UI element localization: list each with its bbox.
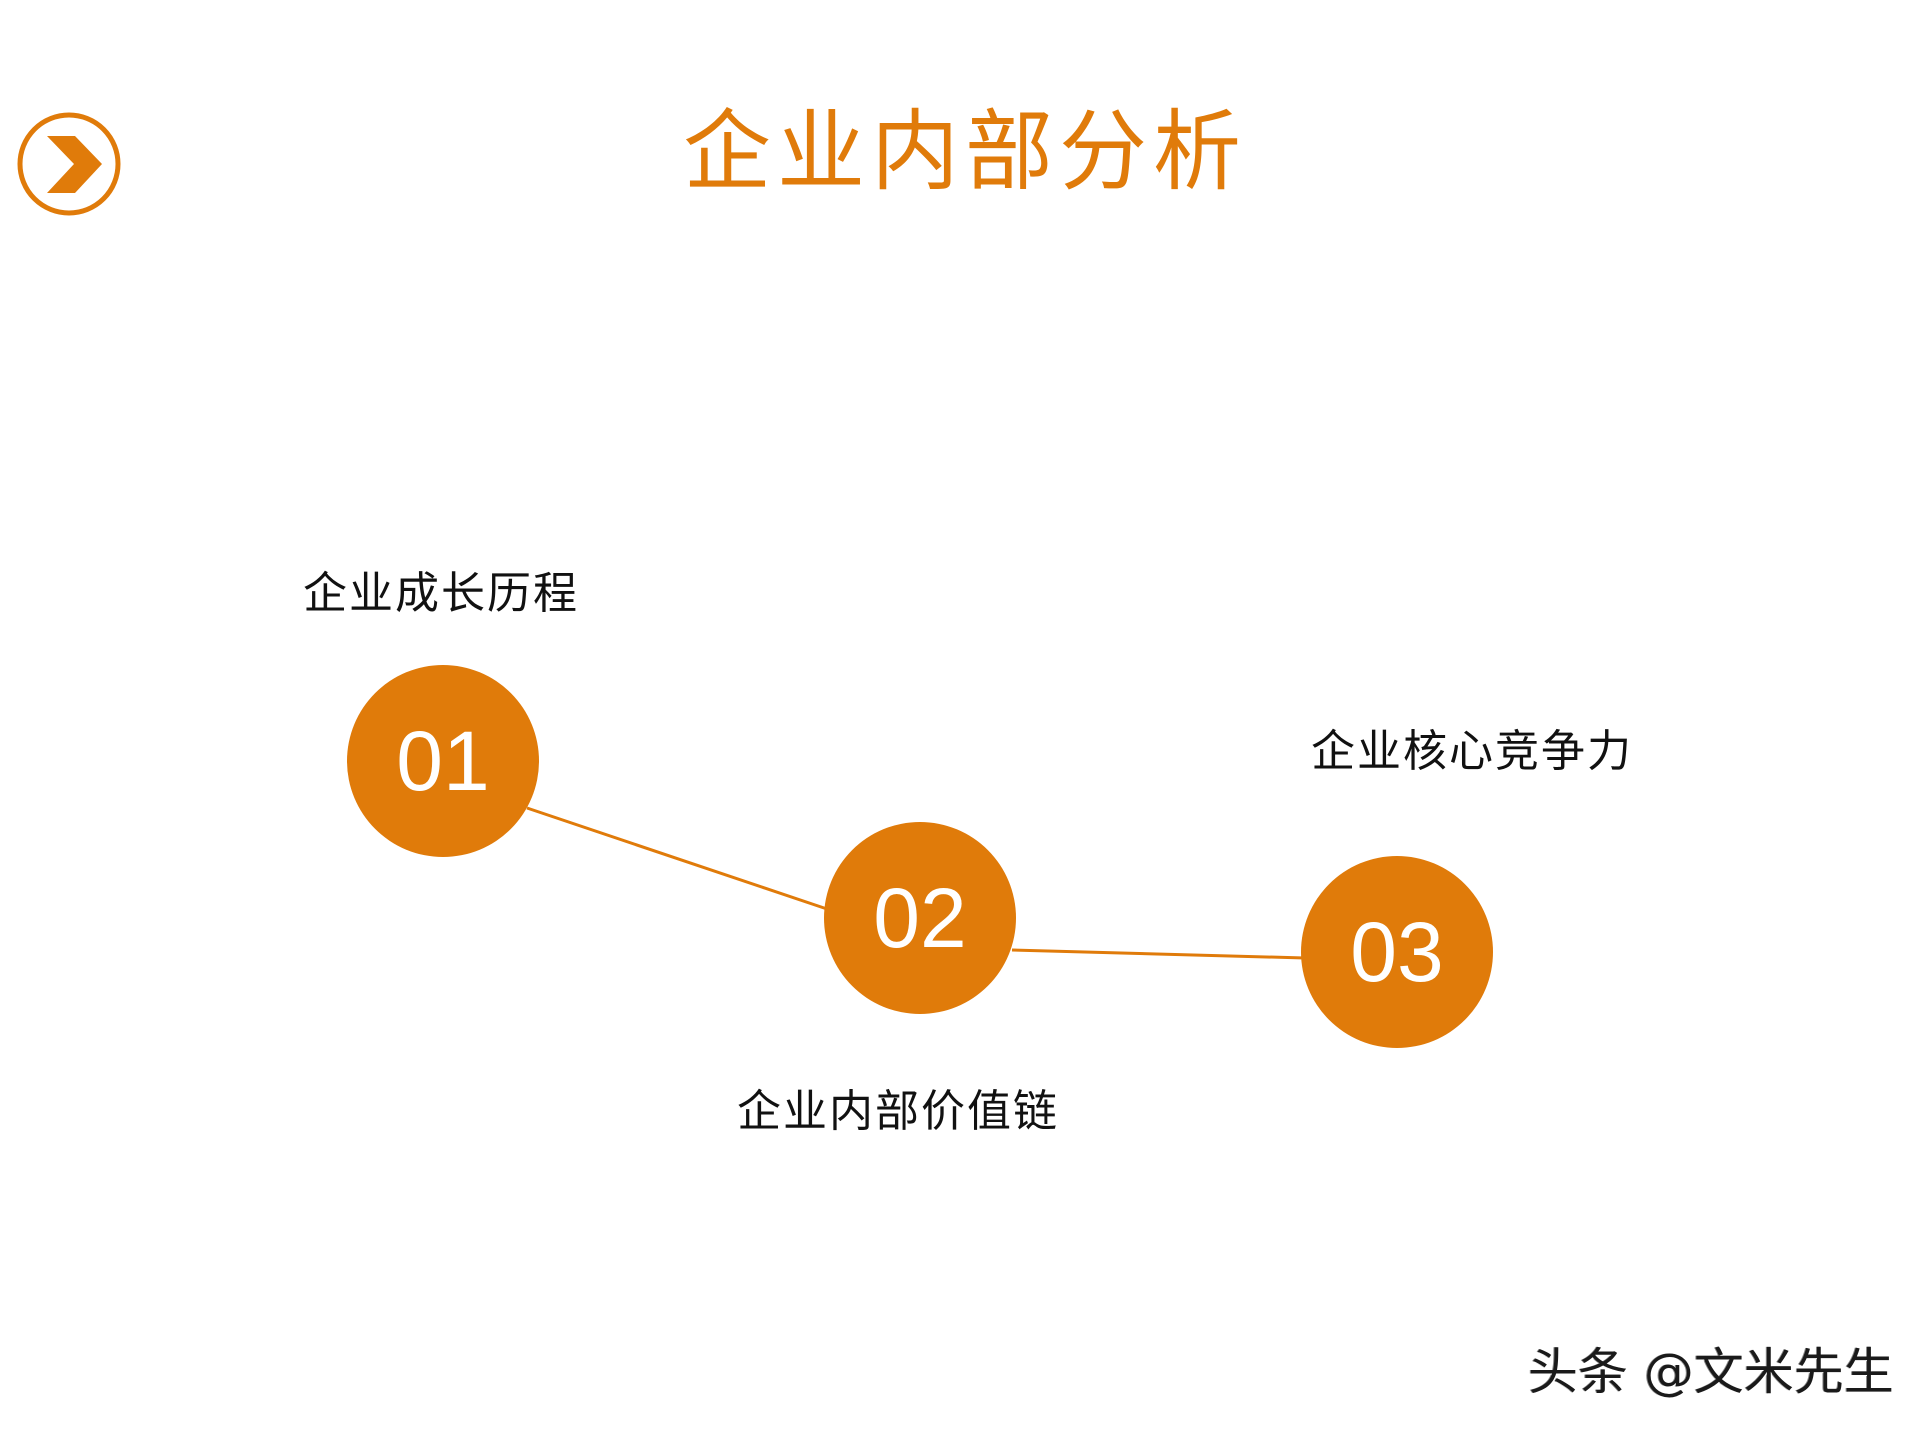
- step-3-number: 03: [1350, 905, 1444, 999]
- step-1-label: 企业成长历程: [303, 568, 579, 619]
- chevron-right-circle-icon: [17, 112, 121, 216]
- watermark: 头条 @文米先生: [1528, 1343, 1894, 1401]
- step-3-circle: 03: [1301, 856, 1493, 1048]
- step-2-circle: 02: [824, 822, 1016, 1014]
- connector-2-3: [1011, 948, 1306, 960]
- step-1-circle: 01: [347, 665, 539, 857]
- step-3-label: 企业核心竞争力: [1311, 726, 1633, 777]
- step-1-number: 01: [396, 714, 490, 808]
- step-2-number: 02: [873, 871, 967, 965]
- step-2-label: 企业内部价值链: [737, 1086, 1059, 1137]
- connector-1-2: [526, 806, 831, 912]
- slide-title: 企业内部分析: [683, 100, 1248, 203]
